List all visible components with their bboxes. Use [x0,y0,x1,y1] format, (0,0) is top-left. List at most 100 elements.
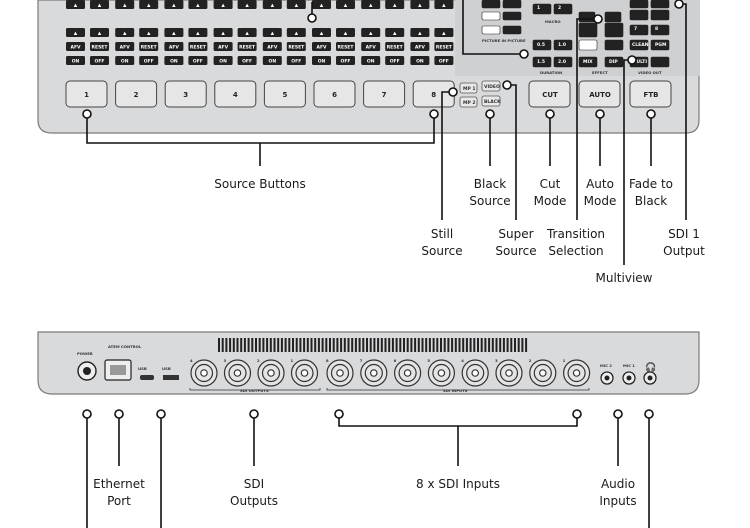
panel-key[interactable] [553,39,573,51]
small-key[interactable] [115,0,135,9]
small-key[interactable] [237,56,257,65]
small-key[interactable] [410,0,430,9]
small-key[interactable] [213,0,233,9]
small-key[interactable] [385,56,405,65]
mp2-button[interactable] [459,96,478,108]
small-key[interactable] [188,28,208,37]
small-key[interactable] [90,28,109,37]
panel-key[interactable] [578,39,598,51]
small-key[interactable] [188,0,208,9]
small-key[interactable] [262,56,282,65]
panel-key[interactable] [604,11,622,23]
panel-key[interactable] [553,3,573,15]
small-key[interactable] [139,56,159,65]
small-key[interactable] [164,42,184,51]
ftb-button[interactable] [629,80,672,108]
small-key[interactable] [213,56,233,65]
small-key[interactable] [385,28,405,37]
usb-c-port[interactable] [140,375,154,380]
small-key[interactable] [188,56,208,65]
small-key[interactable] [336,42,355,51]
small-key[interactable] [66,0,85,9]
small-key[interactable] [361,56,381,65]
small-key[interactable] [385,0,405,9]
small-key[interactable] [410,28,430,37]
small-key[interactable] [164,28,184,37]
auto-button[interactable] [578,80,621,108]
small-key[interactable] [286,0,306,9]
source-button-7[interactable] [363,80,406,108]
usb-a-port[interactable] [163,375,179,380]
panel-key[interactable] [502,0,522,9]
panel-key[interactable] [650,39,670,51]
source-button-1[interactable] [65,80,108,108]
small-key[interactable] [213,42,233,51]
panel-key[interactable] [481,0,501,9]
small-key[interactable] [139,0,159,9]
panel-key[interactable] [578,11,596,23]
small-key[interactable] [115,28,135,37]
small-key[interactable] [66,56,85,65]
small-key[interactable] [385,42,405,51]
panel-key[interactable] [481,25,501,35]
panel-key[interactable] [650,56,670,68]
source-button-3[interactable] [164,80,207,108]
small-key[interactable] [410,56,430,65]
small-key[interactable] [434,28,454,37]
small-key[interactable] [188,42,208,51]
source-button-5[interactable] [263,80,306,108]
panel-key[interactable] [532,3,552,15]
small-key[interactable] [139,28,159,37]
mp1-button[interactable] [459,82,478,94]
small-key[interactable] [312,56,331,65]
small-key[interactable] [312,28,331,37]
small-key[interactable] [66,42,85,51]
small-key[interactable] [434,56,454,65]
small-key[interactable] [262,28,282,37]
panel-key[interactable] [578,22,598,38]
small-key[interactable] [164,56,184,65]
panel-key[interactable] [650,0,670,9]
small-key[interactable] [361,42,381,51]
panel-key[interactable] [629,0,649,9]
small-key[interactable] [286,28,306,37]
small-key[interactable] [312,0,331,9]
small-key[interactable] [434,0,454,9]
small-key[interactable] [90,0,109,9]
panel-key[interactable] [629,24,649,36]
panel-key[interactable] [629,9,649,21]
black-button[interactable] [481,95,501,107]
small-key[interactable] [361,0,381,9]
small-key[interactable] [237,42,257,51]
panel-key[interactable] [481,11,501,21]
cut-button[interactable] [528,80,571,108]
panel-key[interactable] [629,39,649,51]
small-key[interactable] [164,0,184,9]
panel-key[interactable] [650,9,670,21]
panel-key[interactable] [553,56,573,68]
small-key[interactable] [237,0,257,9]
small-key[interactable] [336,56,355,65]
video-button[interactable] [481,80,501,92]
small-key[interactable] [286,56,306,65]
small-key[interactable] [336,0,355,9]
small-key[interactable] [139,42,159,51]
small-key[interactable] [115,42,135,51]
small-key[interactable] [262,42,282,51]
panel-key[interactable] [578,56,598,68]
panel-key[interactable] [604,22,624,38]
small-key[interactable] [213,28,233,37]
source-button-2[interactable] [115,80,158,108]
source-button-4[interactable] [214,80,257,108]
small-key[interactable] [410,42,430,51]
small-key[interactable] [361,28,381,37]
small-key[interactable] [66,28,85,37]
small-key[interactable] [312,42,331,51]
small-key[interactable] [90,42,109,51]
small-key[interactable] [90,56,109,65]
panel-key[interactable] [604,56,624,68]
panel-key[interactable] [532,56,552,68]
panel-key[interactable] [650,24,670,36]
panel-key[interactable] [532,39,552,51]
small-key[interactable] [286,42,306,51]
